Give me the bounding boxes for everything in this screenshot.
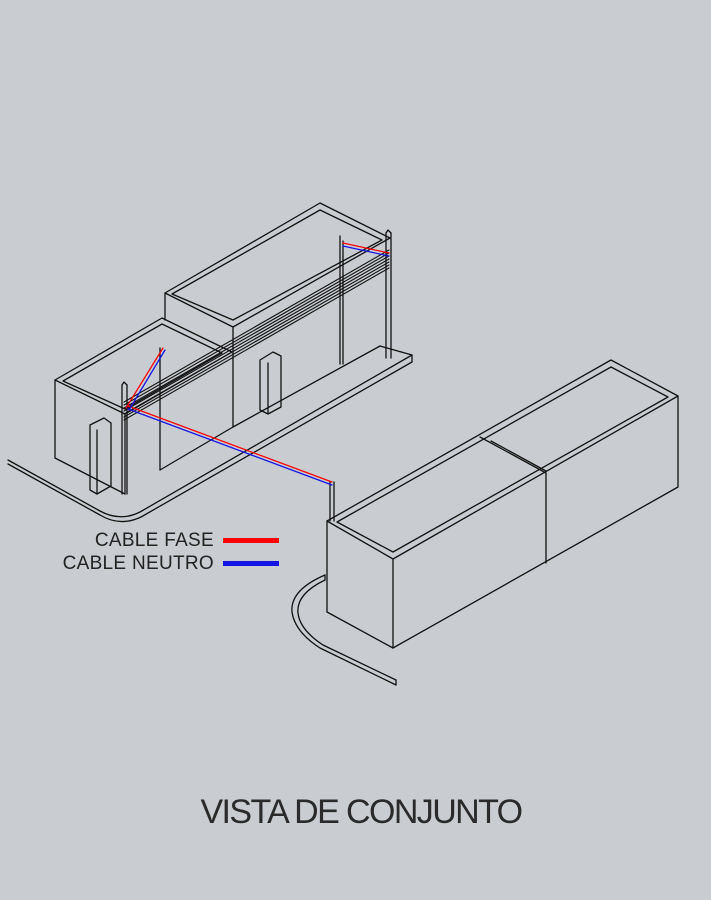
legend-item-neutro: CABLE NEUTRO xyxy=(40,552,300,575)
riser-pipe xyxy=(329,481,335,522)
cable-fase-top-right xyxy=(342,242,390,254)
utility-pole-back xyxy=(385,229,392,359)
overhead-lines xyxy=(123,249,390,421)
cables xyxy=(125,242,390,486)
cable-fase-riser-left xyxy=(125,347,164,409)
legend-label-neutro: CABLE NEUTRO xyxy=(62,552,214,574)
cable-neutro-top-right xyxy=(342,245,390,257)
sidewalk-right xyxy=(291,574,397,686)
right-building xyxy=(326,359,679,649)
cable-fase-service xyxy=(127,405,333,483)
legend-item-fase: CABLE FASE xyxy=(40,529,300,552)
legend-swatch-neutro xyxy=(223,561,279,566)
legend-label-fase: CABLE FASE xyxy=(94,529,214,551)
sidewalk-left xyxy=(7,345,413,523)
utility-pole-front xyxy=(121,347,161,495)
cable-legend: CABLE FASE CABLE NEUTRO xyxy=(40,529,300,575)
cable-neutro-riser-left xyxy=(128,349,166,411)
tall-building xyxy=(159,202,391,471)
legend-swatch-fase xyxy=(223,538,279,543)
diagram-caption: VISTA DE CONJUNTO xyxy=(200,793,523,831)
cable-neutro-service xyxy=(127,408,333,486)
